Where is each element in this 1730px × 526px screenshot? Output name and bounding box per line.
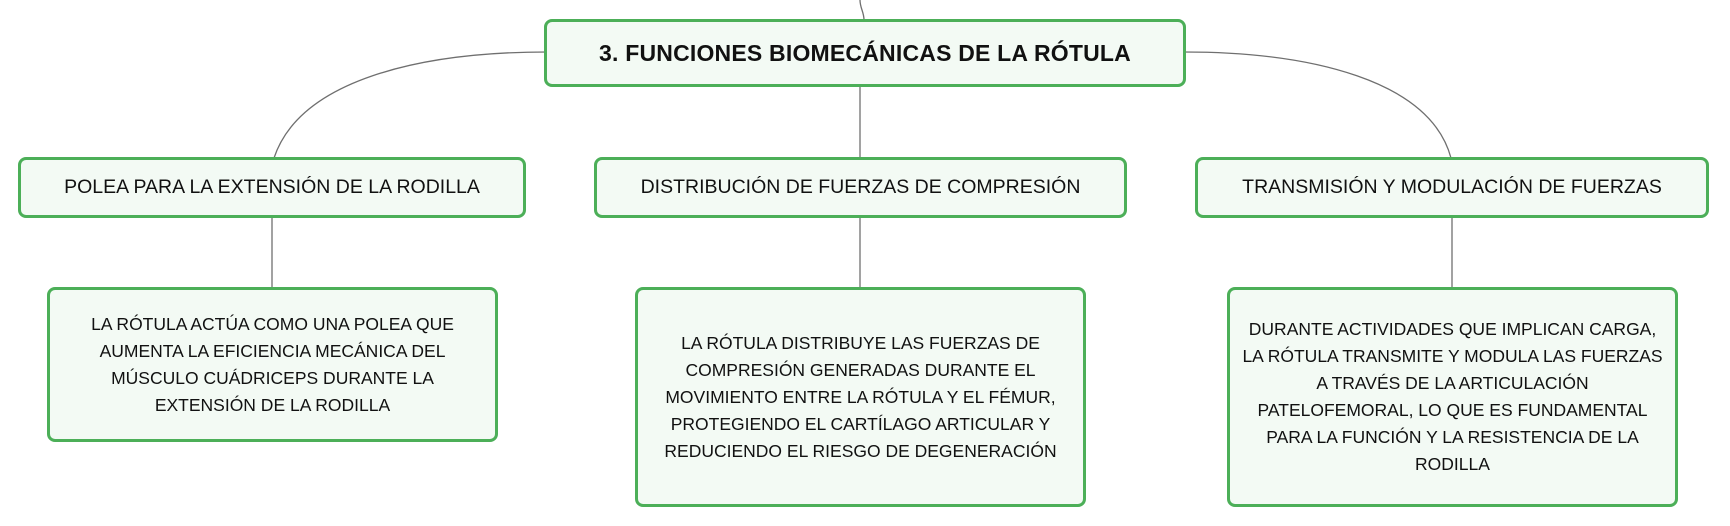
- root-node-label: 3. FUNCIONES BIOMECÁNICAS DE LA RÓTULA: [599, 39, 1131, 66]
- branch-node-distribucion[interactable]: DISTRIBUCIÓN DE FUERZAS DE COMPRESIÓN: [594, 157, 1127, 218]
- connector-root-to-branch-1: [273, 51, 548, 159]
- detail-node-distribucion[interactable]: LA RÓTULA DISTRIBUYE LAS FUERZAS DE COMP…: [635, 287, 1086, 507]
- detail-node-transmision[interactable]: DURANTE ACTIVIDADES QUE IMPLICAN CARGA, …: [1227, 287, 1678, 507]
- detail-node-text: LA RÓTULA ACTÚA COMO UNA POLEA QUE AUMEN…: [91, 313, 454, 415]
- detail-node-text: LA RÓTULA DISTRIBUYE LAS FUERZAS DE COMP…: [664, 332, 1057, 461]
- detail-node-text: DURANTE ACTIVIDADES QUE IMPLICAN CARGA, …: [1242, 319, 1663, 474]
- branch-node-label: TRANSMISIÓN Y MODULACIÓN DE FUERZAS: [1242, 176, 1662, 198]
- root-node[interactable]: 3. FUNCIONES BIOMECÁNICAS DE LA RÓTULA: [544, 19, 1186, 87]
- connector-root-to-branch-3: [1183, 51, 1452, 159]
- branch-node-label: POLEA PARA LA EXTENSIÓN DE LA RODILLA: [64, 176, 480, 198]
- branch-node-label: DISTRIBUCIÓN DE FUERZAS DE COMPRESIÓN: [640, 176, 1081, 198]
- branch-node-transmision[interactable]: TRANSMISIÓN Y MODULACIÓN DE FUERZAS: [1195, 157, 1709, 218]
- connector-to-parent: [859, 0, 865, 21]
- branch-node-polea[interactable]: POLEA PARA LA EXTENSIÓN DE LA RODILLA: [18, 157, 526, 218]
- detail-node-polea[interactable]: LA RÓTULA ACTÚA COMO UNA POLEA QUE AUMEN…: [47, 287, 498, 442]
